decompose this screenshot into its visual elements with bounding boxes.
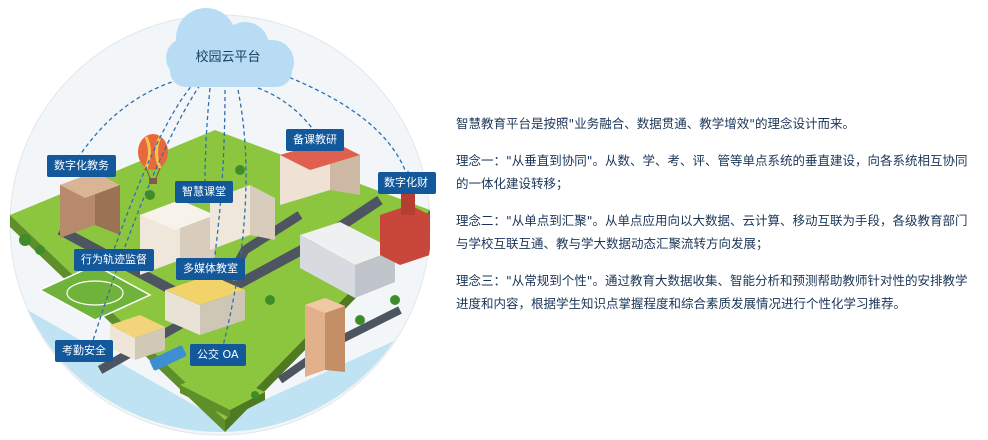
concept-two-paragraph: 理念二："从单点到汇聚"。从单点应用向以大数据、云计算、移动互联为手段，各级教育… — [456, 213, 968, 251]
sports-field — [38, 264, 152, 321]
tag-bus-oa: 公交 OA — [190, 344, 246, 366]
tag-behavior-monitor: 行为轨迹监督 — [74, 249, 154, 271]
tag-digital-finance: 数字化财 — [378, 172, 436, 194]
cloud-platform-label: 校园云平台 — [195, 50, 261, 65]
intro-paragraph: 智慧教育平台是按照"业务融合、数据贯通、教学增效"的理念设计而来。 — [456, 116, 856, 131]
tag-digital-admin: 数字化教务 — [47, 155, 116, 177]
tag-smart-class: 智慧课堂 — [175, 181, 233, 203]
bus — [149, 345, 187, 371]
islet — [180, 370, 265, 410]
description-panel: 智慧教育平台是按照"业务融合、数据贯通、教学增效"的理念设计而来。 理念一："从… — [456, 112, 968, 329]
connection-lines — [77, 69, 406, 351]
concept-three-paragraph: 理念三："从常规到个性"。通过教育大数据收集、智能分析和预测帮助教师针对性的安排… — [456, 273, 968, 311]
concept-one-paragraph: 理念一："从垂直到协同"。从数、学、考、评、管等单点系统的垂直建设，向各系统相互… — [456, 153, 968, 191]
tag-multimedia: 多媒体教室 — [176, 258, 245, 280]
campus-illustration — [8, 8, 432, 436]
cloud-icon — [166, 8, 294, 87]
hot-air-balloon-icon — [138, 134, 168, 184]
tag-attendance: 考勤安全 — [55, 340, 113, 362]
tag-lesson-research: 备课教研 — [286, 129, 344, 151]
